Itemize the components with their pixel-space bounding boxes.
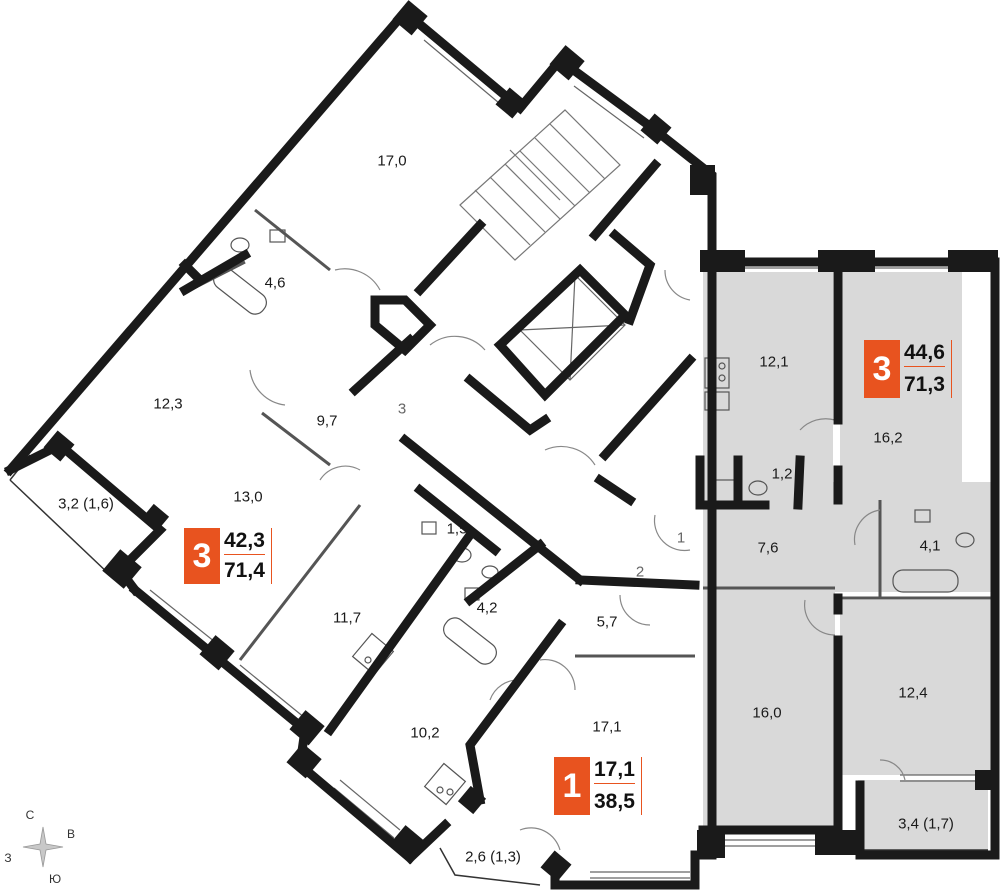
room-area-label: 10,2 [410, 724, 440, 742]
room-area-label: 9,7 [316, 412, 338, 430]
room-area-label: 3,2 (1,6) [58, 495, 114, 513]
staircase [459, 109, 621, 261]
room-area-label: 13,0 [233, 488, 263, 506]
door-swings [249, 268, 906, 851]
room-area-label: 12,4 [898, 684, 928, 702]
room-area-label: 4,1 [919, 537, 941, 555]
badge-total-area: 71,4 [224, 558, 265, 582]
highlighted-apartment [703, 272, 995, 852]
room-area-label: 2,6 (1,3) [465, 848, 521, 866]
room-area-label: 1,5 [446, 520, 468, 538]
room-area-label: 7,6 [757, 539, 779, 557]
apartment-number-label: 3 [397, 400, 407, 418]
badge-total-area: 71,3 [904, 372, 945, 396]
room-area-label: 17,1 [592, 718, 622, 736]
balconies [9, 454, 988, 886]
compass-north-label: С [25, 808, 35, 822]
wall-columns [43, 0, 998, 882]
badge-living-area: 42,3 [224, 528, 265, 556]
badge-living-area: 44,6 [904, 340, 945, 368]
room-area-label: 11,7 [332, 609, 362, 627]
room-area-label: 1,2 [771, 465, 793, 483]
compass-west-label: З [4, 851, 12, 865]
room-area-label: 17,0 [377, 152, 407, 170]
badge-areas: 17,1 38,5 [590, 757, 642, 815]
room-area-label: 12,3 [153, 395, 183, 413]
apartment-badge: 3 44,6 71,3 [864, 340, 952, 398]
apartment-badge: 3 42,3 71,4 [184, 528, 272, 584]
badge-areas: 42,3 71,4 [220, 528, 272, 584]
room-area-label: 3,4 (1,7) [898, 815, 954, 833]
apartment-number-label: 2 [635, 563, 645, 581]
room-area-label: 4,6 [264, 274, 286, 292]
room-area-label: 16,0 [752, 704, 782, 722]
badge-areas: 44,6 71,3 [900, 340, 952, 398]
compass-rose-icon [22, 826, 64, 868]
room-area-label: 4,2 [476, 599, 498, 617]
compass-east-label: В [66, 827, 76, 841]
room-area-label: 5,7 [596, 613, 618, 631]
badge-rooms-count: 1 [554, 757, 590, 815]
apartment-badge: 1 17,1 38,5 [554, 757, 642, 815]
badge-total-area: 38,5 [594, 789, 635, 813]
apartment-number-label: 1 [676, 529, 686, 547]
compass-south-label: Ю [48, 872, 62, 886]
badge-living-area: 17,1 [594, 757, 635, 785]
walls [3, 5, 1000, 890]
badge-rooms-count: 3 [864, 340, 900, 398]
badge-rooms-count: 3 [184, 528, 220, 584]
room-area-label: 16,2 [873, 429, 903, 447]
room-area-label: 12,1 [759, 353, 789, 371]
